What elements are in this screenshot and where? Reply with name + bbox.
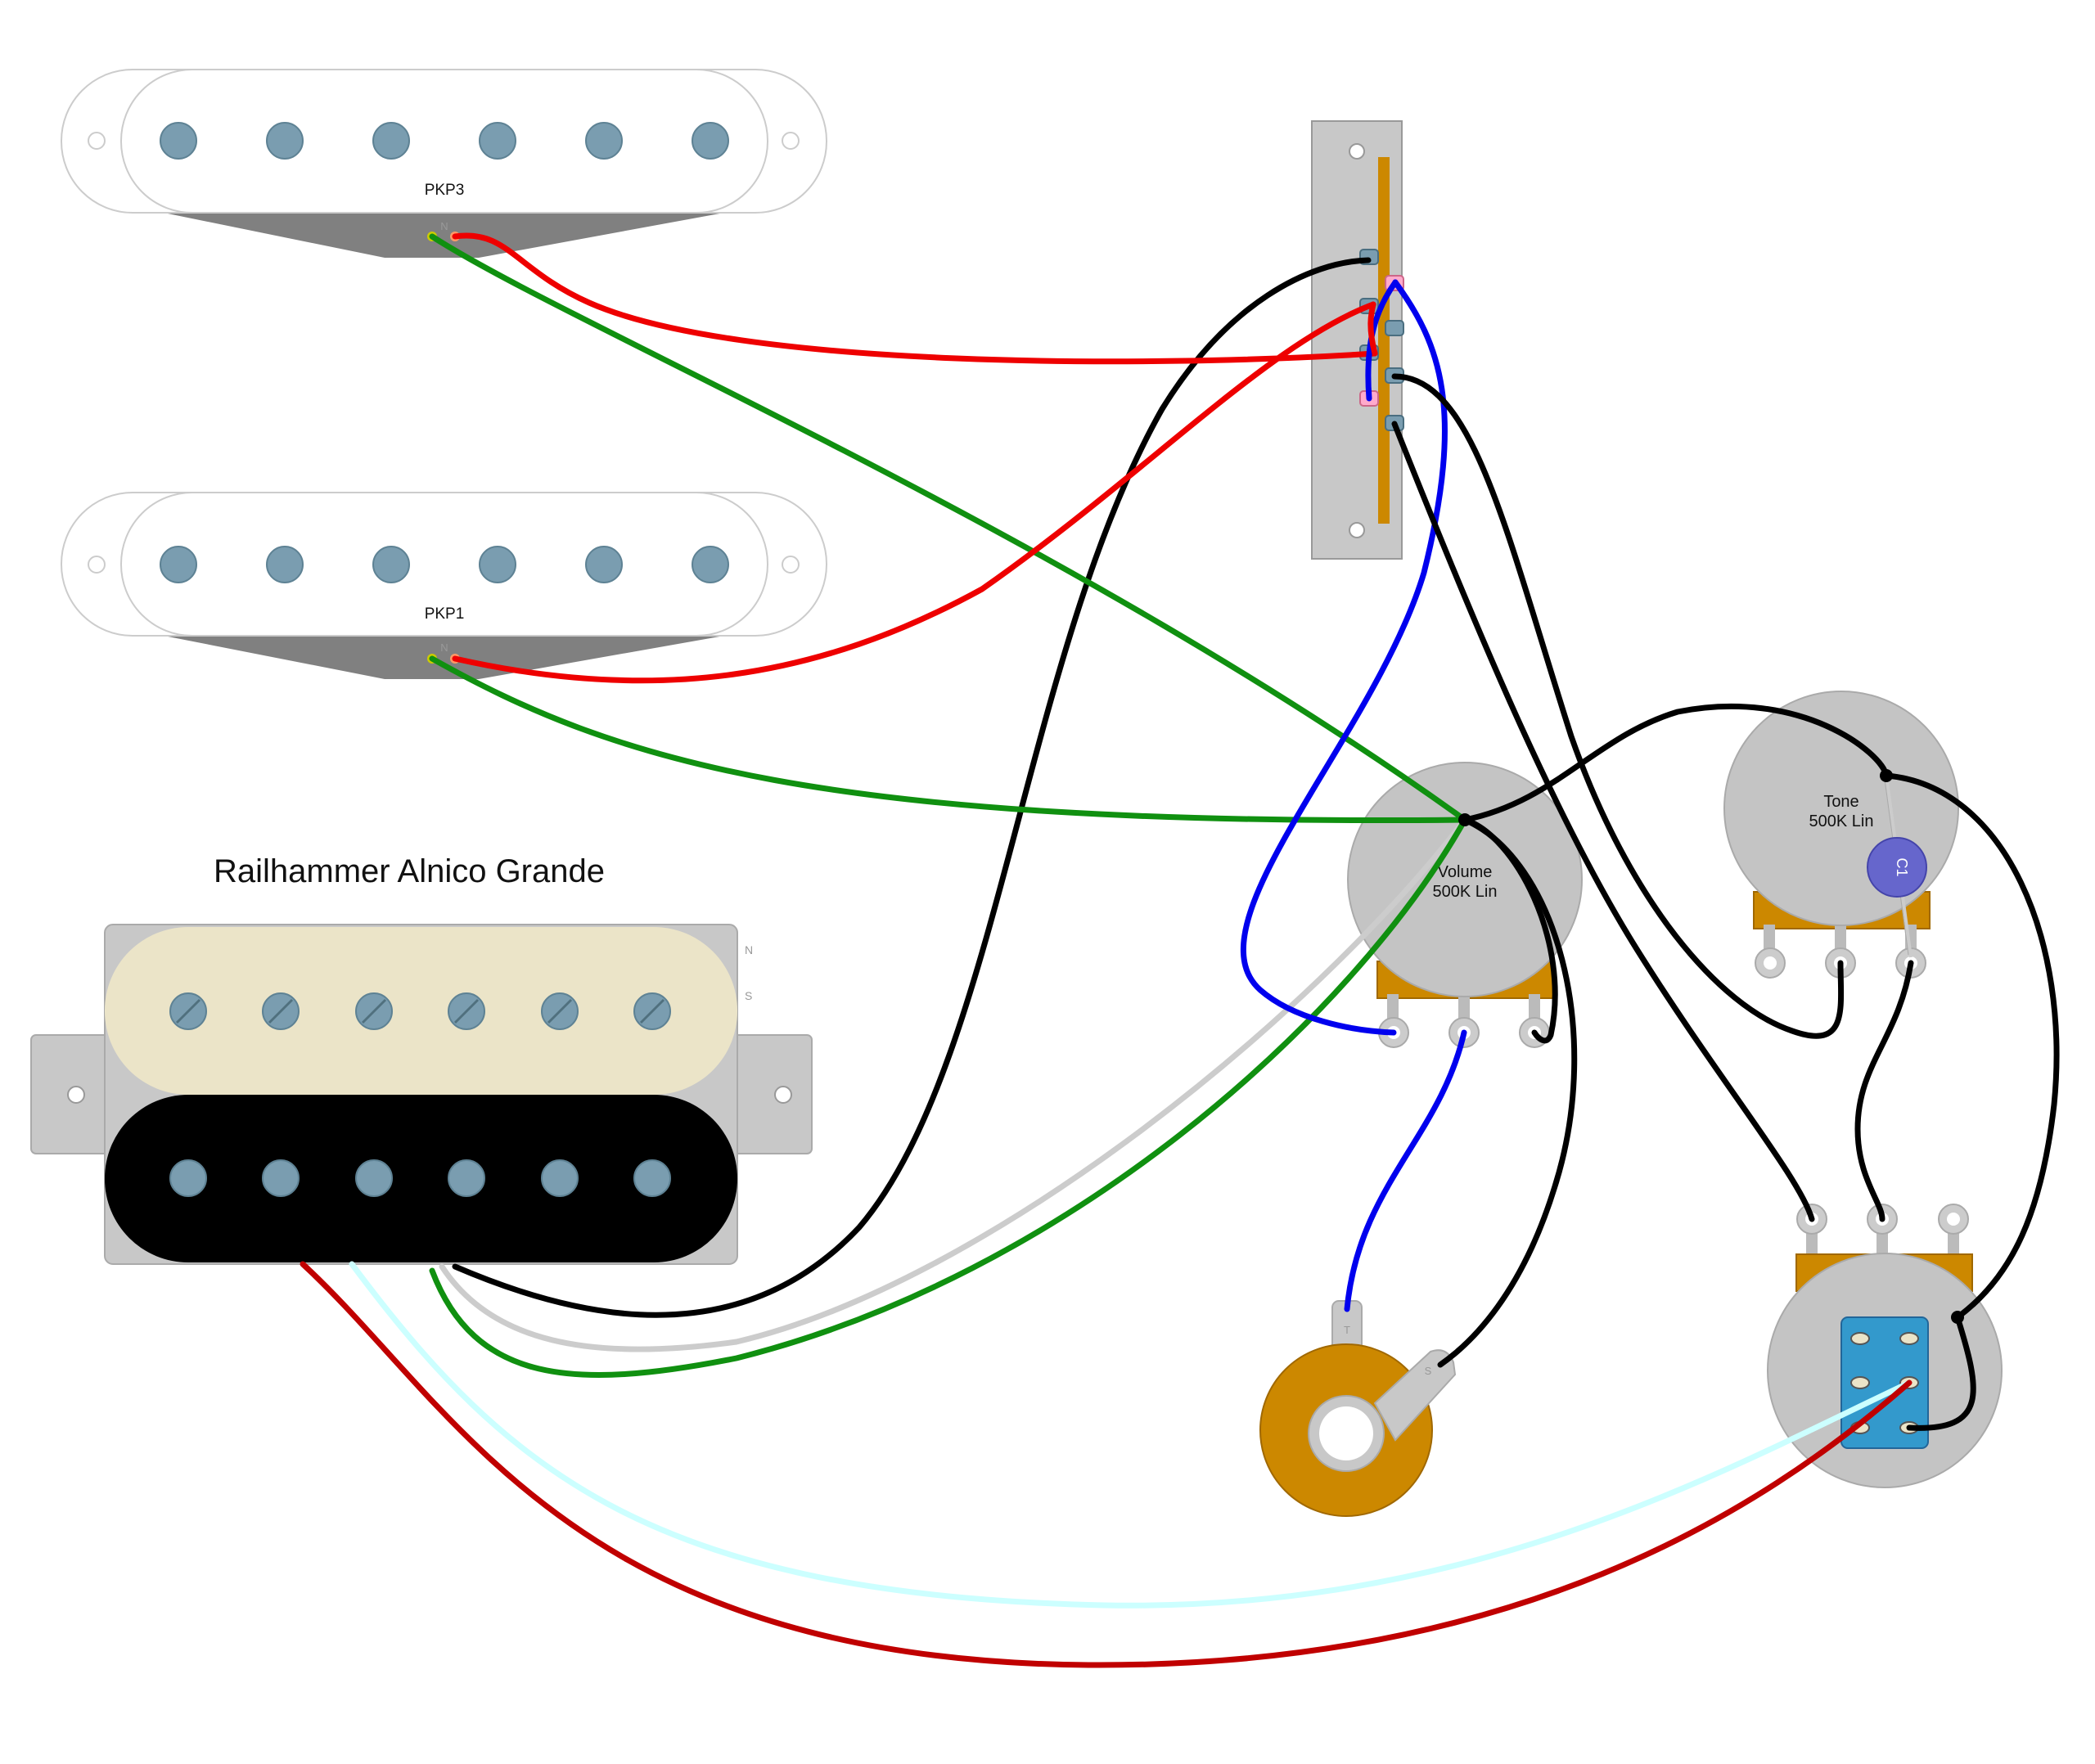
wire-volume-to-tone [1462, 703, 1890, 823]
wire-tone-lug-to-push-pull [1854, 960, 1914, 1222]
tone-capacitor-label: C1 [1894, 857, 1910, 876]
wire-pkp1-green [429, 655, 1468, 824]
jack-hole [1319, 1406, 1373, 1460]
switch-contact-rail [1378, 157, 1390, 524]
switch-mount-hole-bottom [1349, 522, 1365, 538]
wire-tone-to-push-pull [1883, 772, 2060, 1321]
humbucker-title: Railhammer Alnico Grande [214, 853, 605, 889]
humbucker-slug-poles [169, 1159, 671, 1197]
humbucker-screw-slots [175, 998, 665, 1024]
humbucker-slug-pole [448, 1159, 485, 1197]
pkp1-pole [585, 546, 623, 583]
pkp1-mount-hole-right [782, 556, 800, 574]
pickup-humbucker: N S [30, 924, 813, 1265]
humbucker-slug-pole [169, 1159, 207, 1197]
pkp1-label: PKP1 [425, 605, 465, 623]
pkp3-pole [372, 122, 410, 160]
solder-joint-tone [1880, 769, 1893, 782]
pkp1-pole [479, 546, 516, 583]
pkp1-pole [266, 546, 304, 583]
pkp1-pole [372, 546, 410, 583]
pkp1-pole-pieces [160, 546, 729, 583]
jack-sleeve-label: S [1425, 1365, 1432, 1377]
pkp1-mount-hole-left [88, 556, 106, 574]
pkp3-label: PKP3 [425, 182, 465, 199]
tone-capacitor [1867, 837, 1927, 898]
wire-volume-to-jack-tip [1344, 1029, 1467, 1312]
push-pull-lug-3-hole [1947, 1213, 1960, 1226]
pkp3-pole [160, 122, 197, 160]
switch-lug [1385, 320, 1404, 336]
jack-sleeve-tab [1373, 1349, 1457, 1442]
push-pull-pot [1767, 1204, 2003, 1488]
volume-pot-value: 500K Lin [1433, 883, 1498, 901]
dpdt-lug [1850, 1376, 1870, 1389]
wire-pkp3-green [429, 233, 1468, 823]
pkp1-pole [160, 546, 197, 583]
volume-pot-label: Volume [1438, 863, 1493, 881]
solder-joint-push-pull [1951, 1311, 1964, 1324]
pkp1-base [164, 636, 724, 679]
humbucker-slug-pole [355, 1159, 393, 1197]
pkp3-pole-pieces [160, 122, 729, 160]
wire-blue-switch-loop [1240, 279, 1448, 1036]
wire-pkp3-red [452, 232, 1378, 365]
humbucker-south-coil [105, 1095, 737, 1262]
pkp1-cover [120, 492, 768, 637]
wire-humbucker-black [452, 257, 1372, 1318]
pkp3-mount-hole-right [782, 132, 800, 150]
pkp3-pole [692, 122, 729, 160]
wire-switch-to-push-pull [1391, 421, 1815, 1222]
switch-mount-hole-top [1349, 143, 1365, 160]
tone-pot-lug-1-hole [1764, 956, 1777, 970]
solder-joint-volume [1458, 813, 1471, 826]
blade-switch [1311, 120, 1404, 560]
pickup-pkp1: PKP1 N [61, 492, 827, 679]
wire-pkp1-red [452, 301, 1376, 684]
tone-pot-value: 500K Lin [1809, 812, 1874, 830]
pkp1-pole [692, 546, 729, 583]
humbucker-mount-hole-right [774, 1086, 792, 1104]
humbucker-south-label: S [745, 989, 752, 1002]
jack-tip-label: T [1344, 1324, 1350, 1336]
pkp3-mount-hole-left [88, 132, 106, 150]
pkp3-polarity-label: N [440, 220, 448, 232]
humbucker-slug-pole [633, 1159, 671, 1197]
humbucker-mount-hole-left [67, 1086, 85, 1104]
wire-humbucker-bare [439, 817, 1468, 1352]
pkp3-base [164, 213, 724, 258]
wire-volume-to-jack-sleeve [1437, 817, 1578, 1368]
pkp3-pole [479, 122, 516, 160]
pkp3-cover [120, 69, 768, 214]
wire-humbucker-green [429, 817, 1468, 1379]
pkp3-pole [585, 122, 623, 160]
wire-switch-to-tone [1391, 373, 1845, 1039]
tone-pot: Tone 500K Lin C1 [1723, 691, 1959, 979]
dpdt-lug [1899, 1332, 1919, 1345]
wire-push-pull-jumper [1906, 1314, 1976, 1431]
tone-pot-label: Tone [1823, 793, 1858, 811]
volume-pot: Volume 500K Lin [1347, 762, 1583, 1048]
wire-red-switch-jumper [1367, 301, 1378, 357]
wire-humbucker-red [300, 1261, 1913, 1668]
humbucker-slug-pole [262, 1159, 300, 1197]
humbucker-north-coil [105, 927, 737, 1095]
dpdt-lug [1850, 1332, 1870, 1345]
push-pull-dpdt-switch [1840, 1316, 1929, 1449]
humbucker-slug-pole [541, 1159, 579, 1197]
pickup-pkp3: PKP3 N [61, 69, 827, 258]
output-jack: T S [1259, 1300, 1457, 1517]
humbucker-north-label: N [745, 943, 753, 956]
pkp1-polarity-label: N [440, 641, 448, 654]
wire-humbucker-white [349, 1261, 1913, 1609]
pkp3-pole [266, 122, 304, 160]
